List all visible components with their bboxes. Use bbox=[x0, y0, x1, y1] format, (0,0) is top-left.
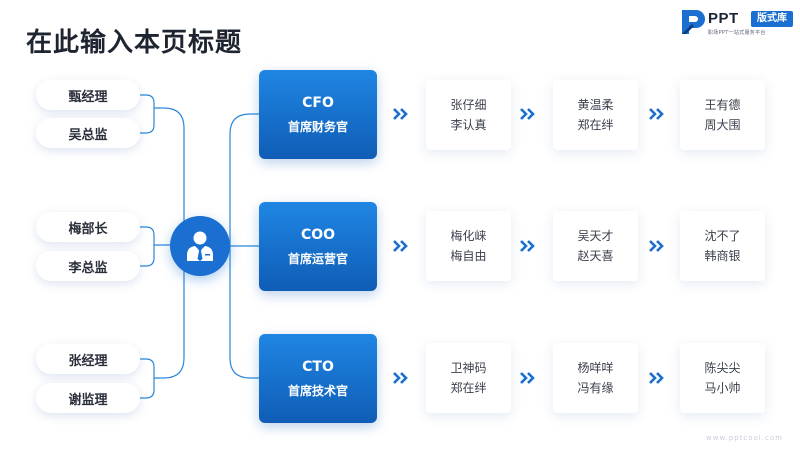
person-pill: 甄经理 bbox=[36, 80, 140, 110]
name-text: 卫神码 bbox=[450, 361, 487, 375]
person-pill: 张经理 bbox=[36, 344, 140, 374]
name-text: 马小帅 bbox=[704, 381, 741, 395]
logo-tagline: 职场PPT一站式服务平台 bbox=[708, 30, 766, 36]
name-card: 张仔细 李认真 bbox=[426, 80, 511, 150]
name-text: 郑在绊 bbox=[577, 118, 614, 132]
name-text: 梅化崃 bbox=[450, 229, 487, 243]
name-text: 张仔细 bbox=[450, 98, 487, 112]
brand-logo: PPT 版式库 职场PPT一站式服务平台 bbox=[680, 8, 796, 38]
watermark: www.pptcool.com bbox=[706, 434, 783, 442]
name-card: 吴天才 赵天喜 bbox=[553, 211, 638, 281]
name-text: 李认真 bbox=[450, 118, 487, 132]
logo-mark-icon bbox=[682, 10, 705, 34]
exec-block-cto: CTO 首席技术官 bbox=[259, 334, 377, 423]
name-card: 卫神码 郑在绊 bbox=[426, 343, 511, 413]
name-text: 吴天才 bbox=[577, 229, 614, 243]
name-text: 黄温柔 bbox=[577, 98, 614, 112]
name-text: 韩商银 bbox=[704, 249, 741, 263]
center-node bbox=[170, 216, 230, 276]
double-chevron-icon bbox=[519, 372, 537, 384]
name-card: 杨咩咩 冯有缘 bbox=[553, 343, 638, 413]
exec-role: 首席运营官 bbox=[287, 251, 348, 266]
double-chevron-icon bbox=[392, 108, 410, 120]
exec-code: COO bbox=[300, 226, 336, 243]
person-pill: 谢监理 bbox=[36, 383, 140, 413]
person-pill: 吴总监 bbox=[36, 118, 140, 148]
double-chevron-icon bbox=[648, 240, 666, 252]
name-text: 冯有缘 bbox=[577, 381, 614, 395]
double-chevron-icon bbox=[648, 372, 666, 384]
page-title: 在此输入本页标题 bbox=[26, 28, 243, 58]
person-pill: 梅部长 bbox=[36, 212, 140, 242]
double-chevron-icon bbox=[519, 108, 537, 120]
exec-block-cfo: CFO 首席财务官 bbox=[259, 70, 377, 159]
name-text: 郑在绊 bbox=[450, 381, 487, 395]
exec-role: 首席财务官 bbox=[287, 119, 348, 134]
double-chevron-icon bbox=[519, 240, 537, 252]
double-chevron-icon bbox=[392, 240, 410, 252]
exec-code: CFO bbox=[302, 94, 334, 111]
name-card: 梅化崃 梅自由 bbox=[426, 211, 511, 281]
double-chevron-icon bbox=[648, 108, 666, 120]
exec-code: CTO bbox=[302, 358, 334, 375]
name-text: 陈尖尖 bbox=[704, 361, 741, 375]
exec-role: 首席技术官 bbox=[287, 383, 348, 398]
name-text: 赵天喜 bbox=[577, 249, 614, 263]
name-text: 杨咩咩 bbox=[577, 361, 614, 375]
name-text: 沈不了 bbox=[704, 229, 741, 243]
name-card: 王有德 周大围 bbox=[680, 80, 765, 150]
exec-block-coo: COO 首席运营官 bbox=[259, 202, 377, 291]
name-text: 梅自由 bbox=[450, 249, 487, 263]
logo-text: PPT bbox=[708, 10, 739, 27]
name-card: 沈不了 韩商银 bbox=[680, 211, 765, 281]
person-pill: 李总监 bbox=[36, 251, 140, 281]
name-card: 陈尖尖 马小帅 bbox=[680, 343, 765, 413]
person-suit-icon bbox=[187, 231, 213, 261]
logo-badge: 版式库 bbox=[751, 11, 793, 27]
name-text: 周大围 bbox=[704, 118, 741, 132]
double-chevron-icon bbox=[392, 372, 410, 384]
name-text: 王有德 bbox=[704, 98, 741, 112]
name-card: 黄温柔 郑在绊 bbox=[553, 80, 638, 150]
